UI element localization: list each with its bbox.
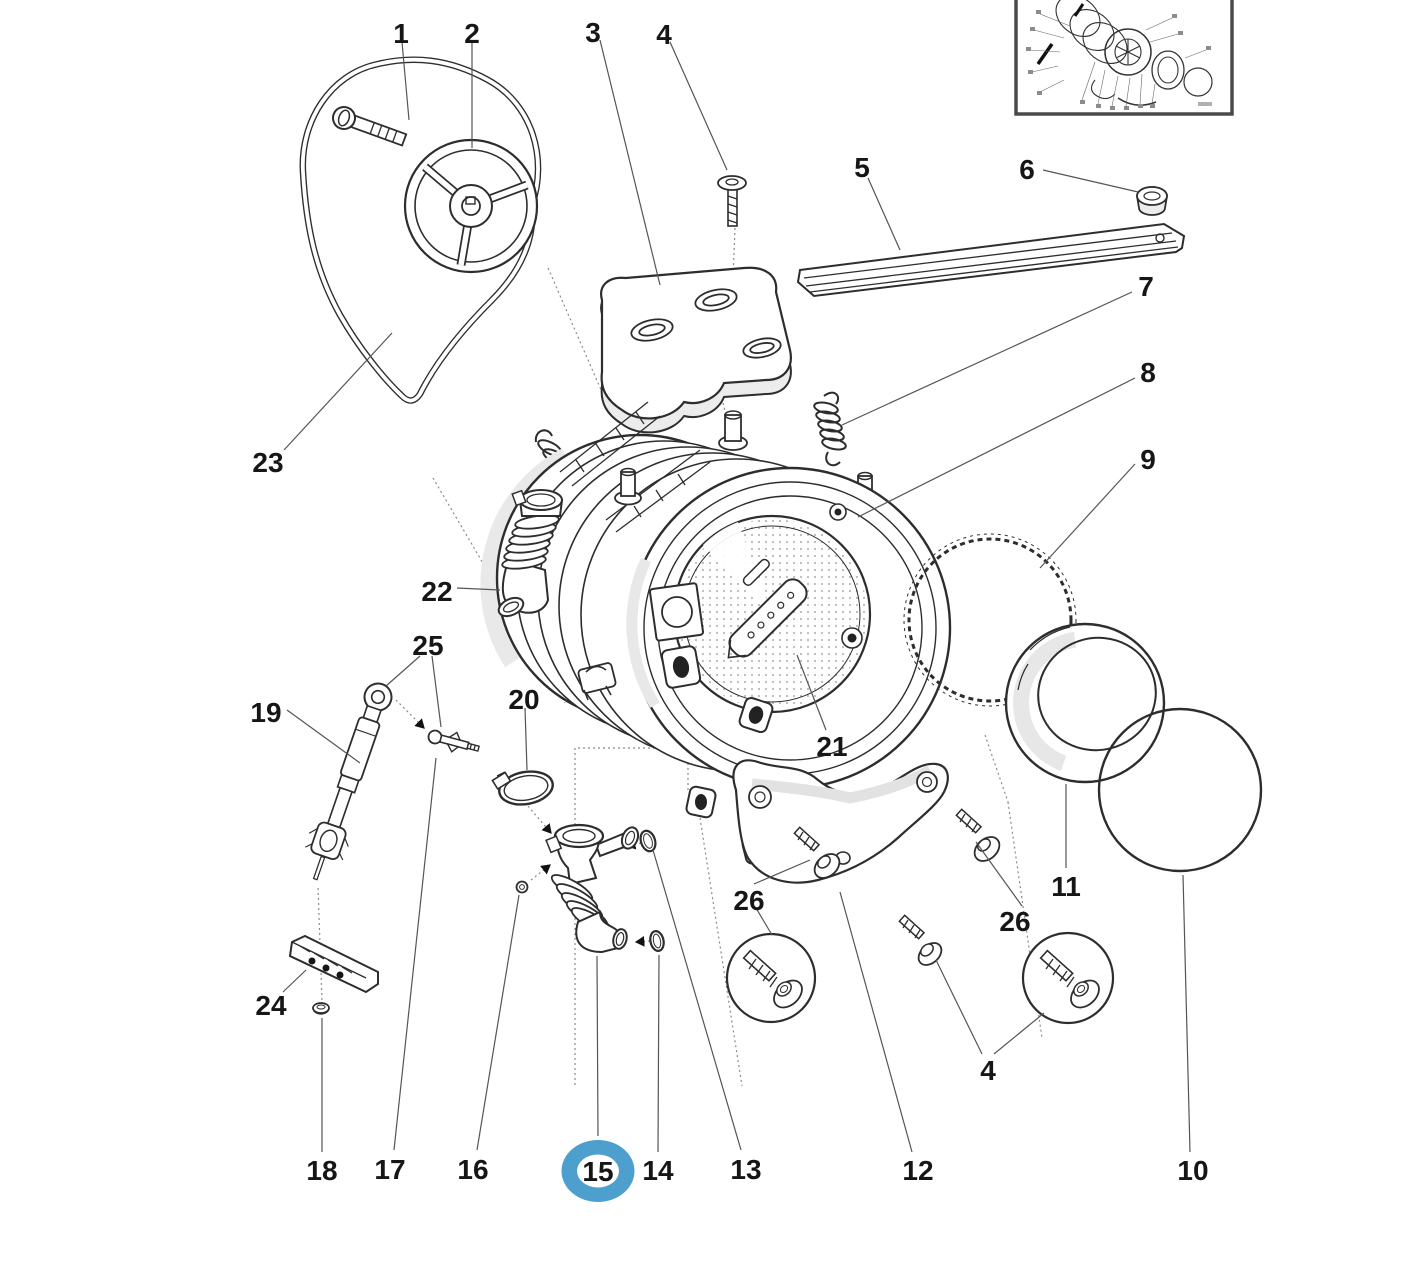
part-label-9: 9 xyxy=(1140,444,1156,475)
bracket-screw-left xyxy=(793,826,841,879)
highlight-ring-inner xyxy=(577,1154,619,1188)
part-label-11: 11 xyxy=(1051,871,1081,902)
o-ring-upper xyxy=(639,829,657,853)
leader-lines xyxy=(282,39,1191,1153)
inset-overview-thumbnail xyxy=(1014,0,1234,116)
drum-paddle xyxy=(727,578,808,659)
rail-cap xyxy=(1136,186,1168,216)
part-label-14: 14 xyxy=(642,1155,674,1186)
mounting-rail xyxy=(796,222,1186,298)
counterweight-screw xyxy=(717,175,747,227)
clamp-ring xyxy=(903,533,1077,707)
part-label-17: 17 xyxy=(374,1154,405,1185)
part-label-10: 10 xyxy=(1177,1155,1208,1186)
part-label-24: 24 xyxy=(255,990,287,1021)
part-label-19: 19 xyxy=(250,697,281,728)
counterweight xyxy=(600,266,792,434)
hinge-screw xyxy=(898,914,943,966)
part-label-26: 26 xyxy=(733,885,764,916)
drive-belt xyxy=(299,56,542,404)
cap-nut xyxy=(312,1002,330,1015)
part-label-15[interactable]: 15 xyxy=(582,1156,613,1187)
screw-detail-circle-left xyxy=(725,932,817,1024)
part-label-2: 2 xyxy=(464,18,480,49)
part-label-1: 1 xyxy=(393,18,409,49)
support-bracket xyxy=(732,759,949,884)
part-label-6: 6 xyxy=(1019,154,1035,185)
sump-hose xyxy=(545,823,640,954)
gasket-ring xyxy=(1004,622,1166,784)
part-label-4: 4 xyxy=(656,19,672,50)
screw-detail-circle-right xyxy=(1021,931,1115,1025)
part-label-12: 12 xyxy=(902,1155,933,1186)
part-label-23: 23 xyxy=(252,447,283,478)
door-seal-ring xyxy=(1097,707,1263,873)
part-label-7: 7 xyxy=(1138,271,1154,302)
part-label-18: 18 xyxy=(306,1155,337,1186)
shock-absorber xyxy=(305,682,393,881)
part-label-8: 8 xyxy=(1140,357,1156,388)
suspension-spring-right xyxy=(813,391,847,467)
channel-bracket xyxy=(288,934,379,994)
damper-pin xyxy=(427,729,480,753)
part-label-22: 22 xyxy=(421,576,452,607)
retaining-clip xyxy=(577,662,617,701)
drive-pulley xyxy=(403,138,539,274)
part-label-13: 13 xyxy=(730,1154,761,1185)
outer-tub-assembly xyxy=(480,401,952,865)
part-label-21: 21 xyxy=(816,731,847,762)
elbow-hose xyxy=(497,489,564,618)
part-label-16: 16 xyxy=(457,1154,488,1185)
hose-clamp xyxy=(491,770,554,806)
part-label-5: 5 xyxy=(854,152,870,183)
part-label-4: 4 xyxy=(980,1055,996,1086)
part-label-20: 20 xyxy=(508,684,539,715)
pulley-bolt xyxy=(332,106,408,147)
part-label-26: 26 xyxy=(999,906,1030,937)
small-washer xyxy=(515,880,529,894)
selected-part-highlight[interactable] xyxy=(561,1140,635,1202)
part-label-3: 3 xyxy=(585,17,601,48)
bracket-screw-right xyxy=(955,808,1001,862)
o-ring-lower xyxy=(649,930,665,952)
part-label-25: 25 xyxy=(412,630,443,661)
